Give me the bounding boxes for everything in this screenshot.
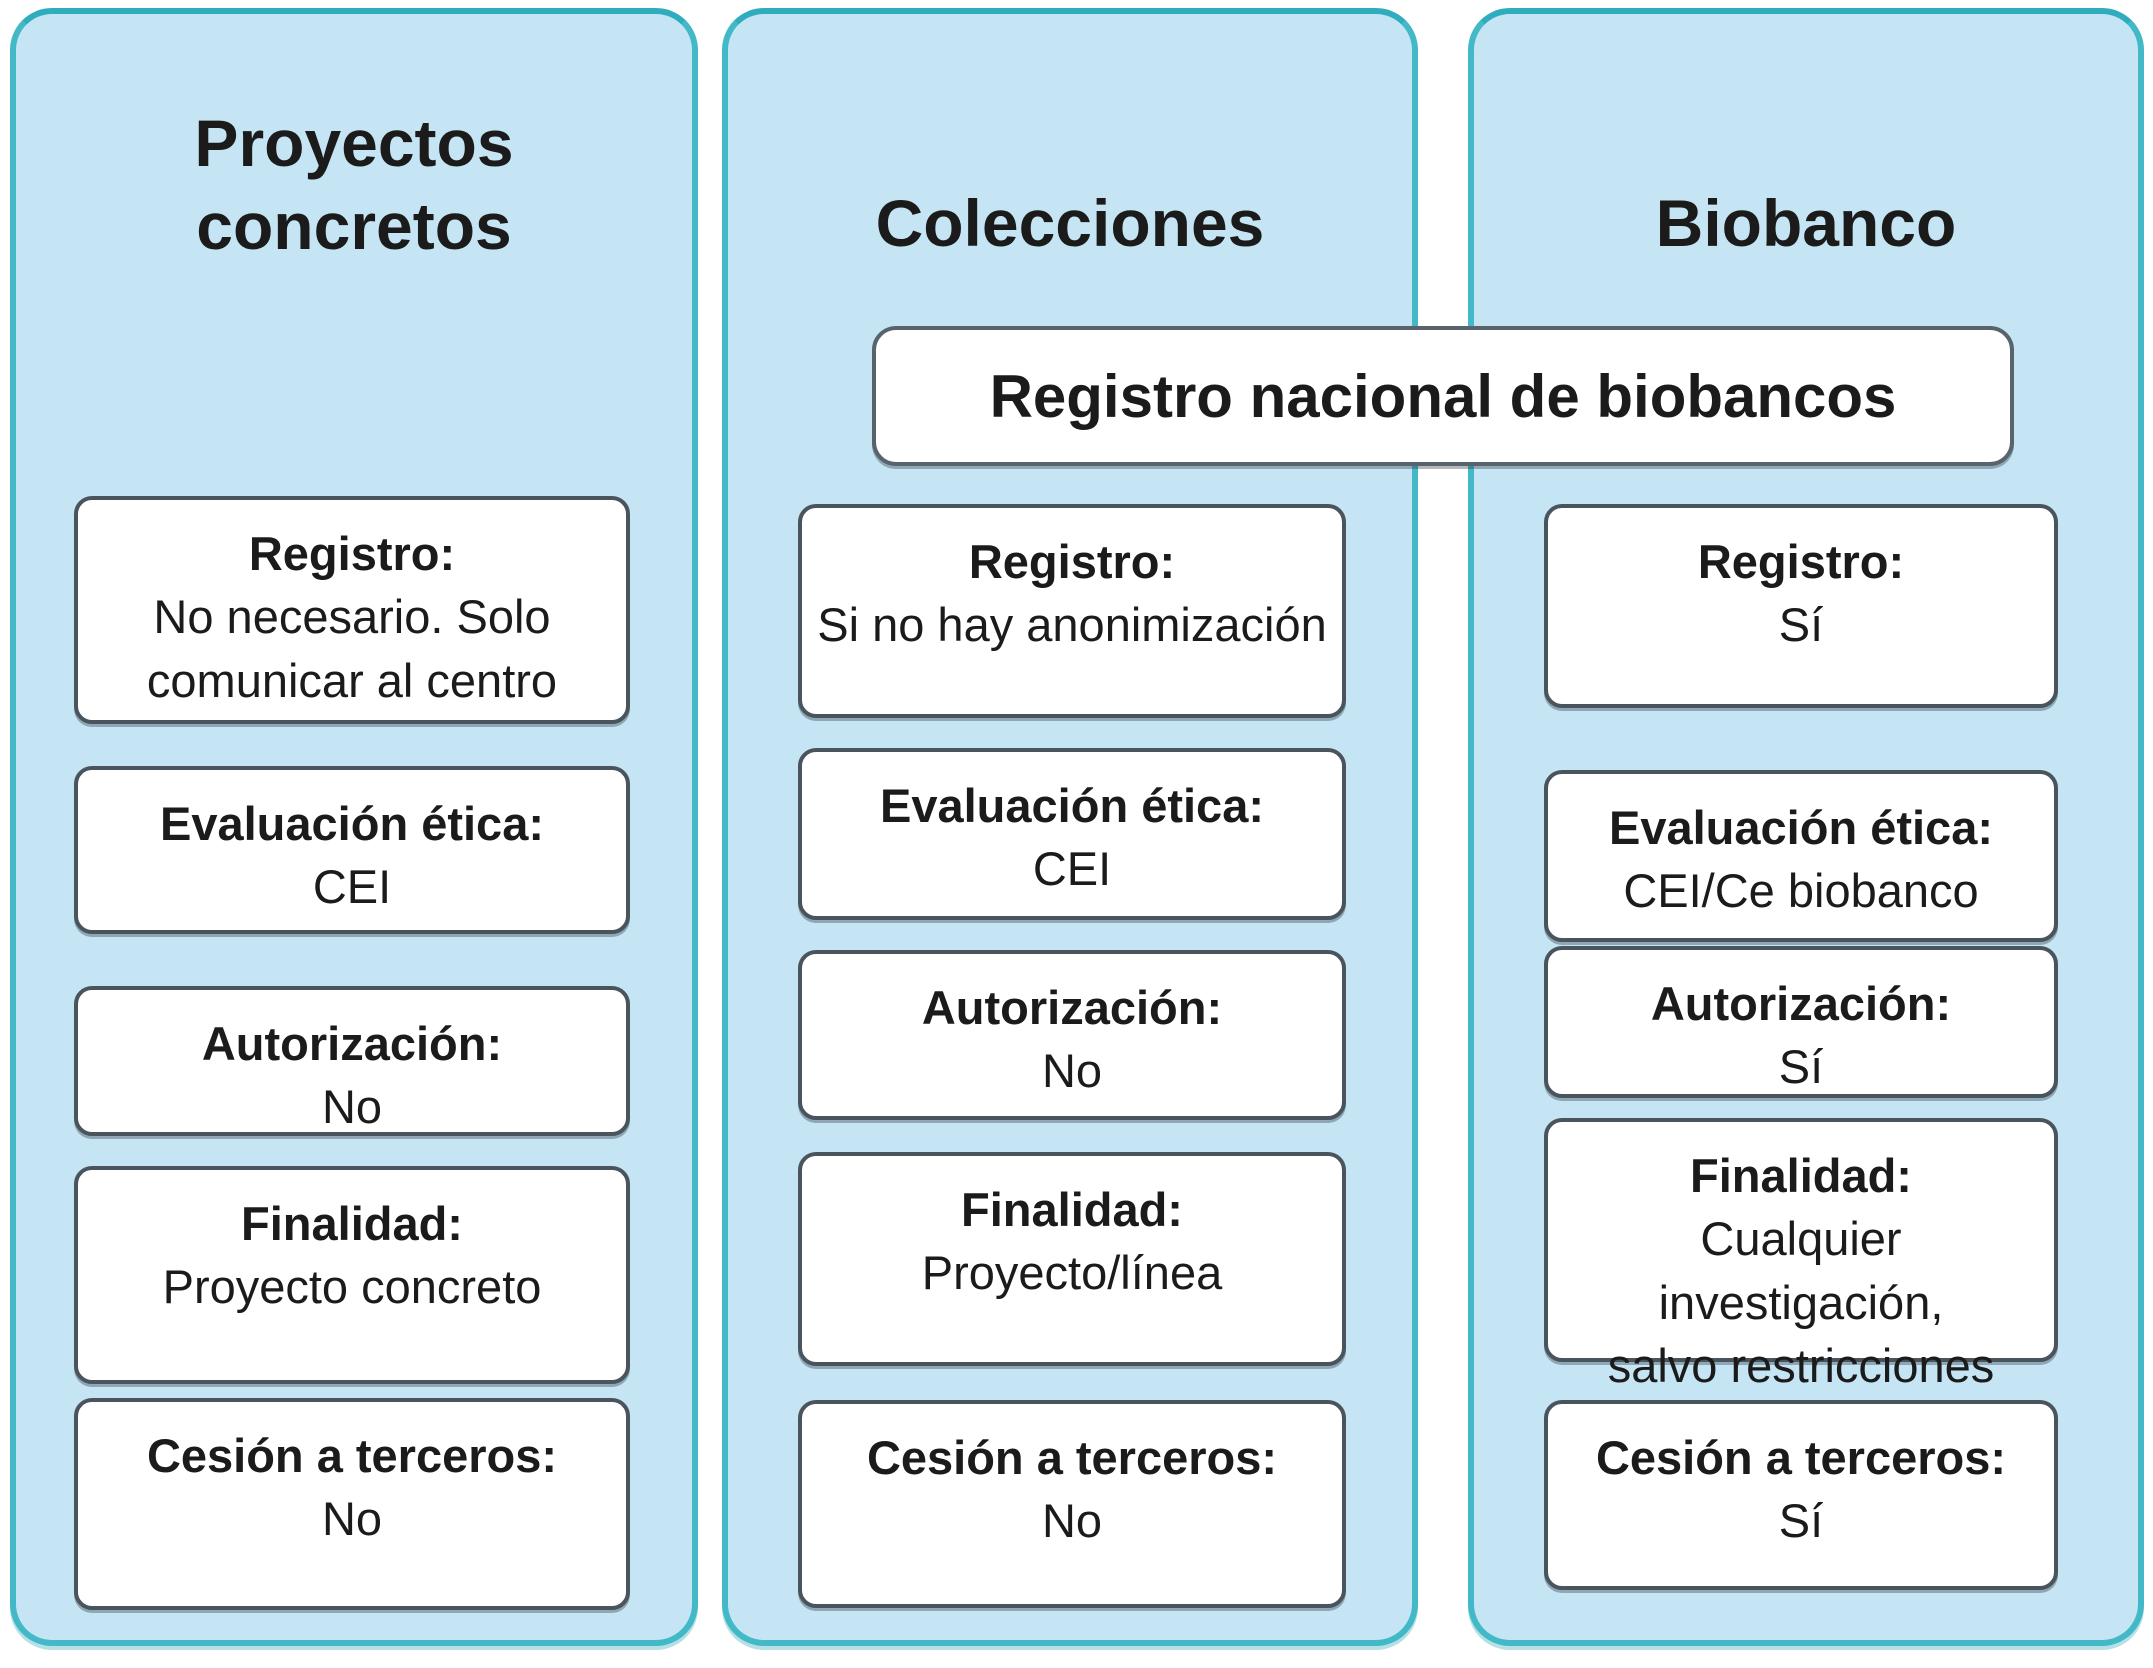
box-cesion-terceros: Cesión a terceros: Sí: [1544, 1400, 2058, 1590]
column-title-colecciones: Colecciones: [875, 186, 1265, 260]
box-label: Finalidad:: [241, 1197, 463, 1250]
box-value: Si no hay anonimización: [817, 598, 1327, 652]
box-value: Proyecto/línea: [921, 1246, 1223, 1300]
box-value: CEI: [1032, 842, 1112, 896]
box-registro: Registro: Sí: [1544, 504, 2058, 708]
box-value: CEI/Ce biobanco: [1623, 864, 1979, 918]
box-value: No: [321, 1080, 383, 1134]
box-label: Cesión a terceros:: [1595, 1431, 2007, 1484]
box-label: Cesión a terceros:: [146, 1429, 558, 1482]
box-evaluacion-etica: Evaluación ética: CEI: [74, 766, 630, 934]
box-registro: Registro: No necesario. Solo comunicar a…: [74, 496, 630, 724]
box-evaluacion-etica: Evaluación ética: CEI/Ce biobanco: [1544, 770, 2058, 942]
box-value: Sí: [1778, 1040, 1824, 1094]
box-finalidad: Finalidad: Proyecto concreto: [74, 1166, 630, 1384]
box-value: CEI: [312, 860, 392, 914]
box-value: Proyecto concreto: [162, 1260, 542, 1314]
box-label: Registro:: [968, 535, 1176, 588]
box-registro: Registro: Si no hay anonimización: [798, 504, 1346, 718]
box-autorizacion: Autorización: Sí: [1544, 946, 2058, 1098]
column-colecciones: Colecciones Registro: Si no hay anonimiz…: [722, 8, 1418, 1646]
box-label: Registro:: [248, 527, 456, 580]
column-proyectos-concretos: Proyectos concretos Registro: No necesar…: [10, 8, 698, 1646]
box-label: Cesión a terceros:: [866, 1431, 1278, 1484]
box-label: Evaluación ética:: [160, 797, 544, 850]
box-label: Evaluación ética:: [1609, 801, 1993, 854]
box-finalidad: Finalidad: Proyecto/línea: [798, 1152, 1346, 1366]
banner-text: Registro nacional de biobancos: [989, 362, 1897, 430]
box-value: Sí: [1778, 1494, 1824, 1548]
box-value: No: [1041, 1044, 1103, 1098]
column-title-biobanco: Biobanco: [1655, 186, 1957, 260]
box-autorizacion: Autorización: No: [74, 986, 630, 1136]
box-label: Autorización:: [201, 1017, 503, 1070]
registro-nacional-banner: Registro nacional de biobancos: [872, 326, 2014, 466]
box-label: Finalidad:: [961, 1183, 1183, 1236]
box-cesion-terceros: Cesión a terceros: No: [74, 1398, 630, 1610]
box-label: Autorización:: [921, 981, 1223, 1034]
box-evaluacion-etica: Evaluación ética: CEI: [798, 748, 1346, 920]
column-title-proyectos-concretos: Proyectos concretos: [194, 106, 514, 263]
box-value: No: [1041, 1494, 1103, 1548]
box-value: No necesario. Solo comunicar al centro: [146, 590, 558, 707]
box-label: Registro:: [1697, 535, 1905, 588]
box-label: Finalidad:: [1690, 1149, 1912, 1202]
box-finalidad: Finalidad: Cualquier investigación, salv…: [1544, 1118, 2058, 1392]
box-autorizacion: Autorización: No: [798, 950, 1346, 1120]
column-biobanco: Biobanco Registro: Sí Evaluación ética: …: [1468, 8, 2144, 1646]
box-value: No: [321, 1492, 383, 1546]
box-value: Sí: [1778, 598, 1824, 652]
box-value: Cualquier investigación, salvo restricci…: [1607, 1212, 1995, 1393]
box-label: Autorización:: [1650, 977, 1952, 1030]
box-cesion-terceros: Cesión a terceros: No: [798, 1400, 1346, 1608]
box-label: Evaluación ética:: [880, 779, 1264, 832]
